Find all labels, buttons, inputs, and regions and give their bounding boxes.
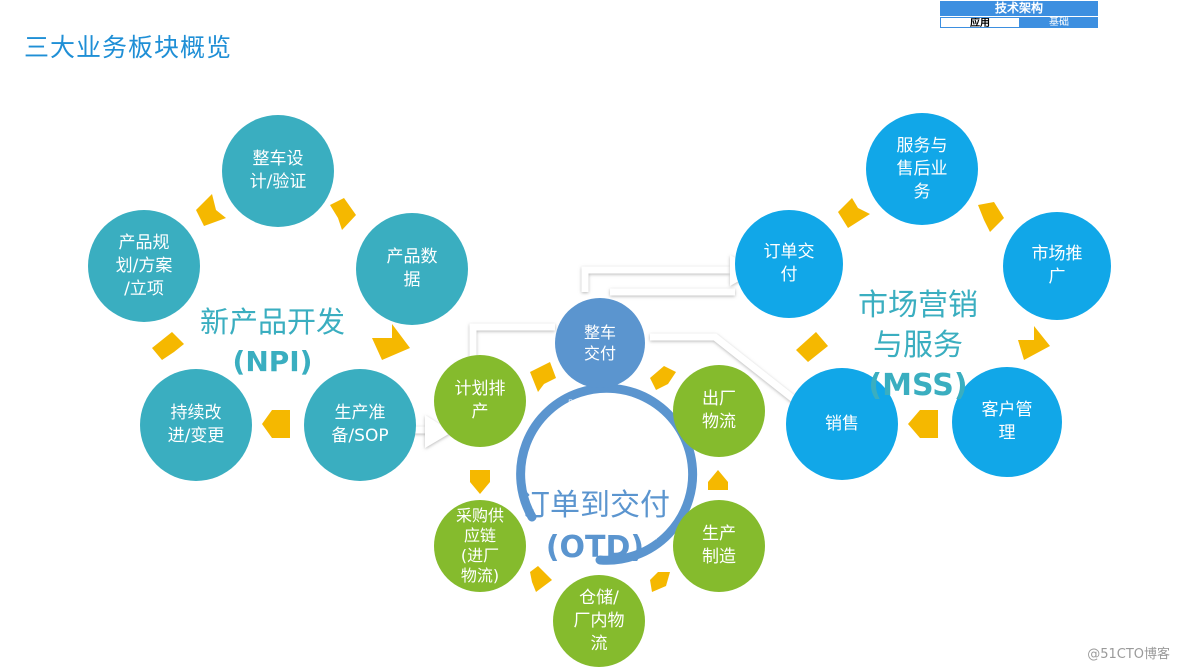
mss-node-crm[interactable]: 客户管 理 <box>952 367 1062 477</box>
arrow-otd-3 <box>530 566 552 592</box>
arrow-npi-2 <box>330 198 356 230</box>
arrow-mss-2 <box>978 202 1004 232</box>
mss-node-service[interactable]: 服务与 售后业 务 <box>866 113 978 225</box>
otd-node-procurement[interactable]: 采购供 应链 (进厂 物流) <box>434 500 526 592</box>
arrow-mss-1 <box>838 198 870 228</box>
otd-node-manufacturing[interactable]: 生产 制造 <box>673 500 765 592</box>
arrow-npi-1 <box>196 194 226 226</box>
npi-node-product-data[interactable]: 产品数 据 <box>356 213 468 325</box>
arrow-npi-5 <box>152 332 184 360</box>
badge-tab-application[interactable]: 应用 <box>940 17 1020 28</box>
mss-section-label: 市场营销 与服务 (MSS) <box>858 246 978 446</box>
otd-node-outbound-logistics[interactable]: 出厂 物流 <box>673 365 765 457</box>
otd-label: 订单到交付 <box>520 488 670 523</box>
arrow-otd-5 <box>708 470 728 490</box>
npi-node-production-prep[interactable]: 生产准 备/SOP <box>304 369 416 481</box>
arrow-mss-3 <box>1018 326 1050 360</box>
mss-node-sales[interactable]: 销售 <box>786 368 898 480</box>
mss-abbr: (MSS) <box>868 368 968 403</box>
hub-node-vehicle-delivery[interactable]: 整车 交付 <box>555 298 645 388</box>
arrow-mss-5 <box>796 332 828 362</box>
npi-node-product-planning[interactable]: 产品规 划/方案 /立项 <box>88 210 200 322</box>
otd-node-warehouse[interactable]: 仓储/ 厂内物 流 <box>553 575 645 667</box>
arrow-otd-2 <box>470 470 490 494</box>
otd-node-scheduling[interactable]: 计划排 产 <box>434 355 526 447</box>
arrow-npi-3 <box>372 324 410 360</box>
otd-ring <box>516 383 698 565</box>
ring-label-finance: 财务会计 <box>568 400 608 411</box>
mss-node-marketing[interactable]: 市场推 广 <box>1003 212 1111 320</box>
badge-tab-foundation[interactable]: 基础 <box>1020 17 1098 28</box>
hub-connectors <box>400 266 813 434</box>
npi-node-continuous-improvement[interactable]: 持续改 进/变更 <box>140 369 252 481</box>
arrow-mss-4 <box>908 410 938 438</box>
arrow-npi-4 <box>262 410 290 438</box>
page-title: 三大业务板块概览 <box>24 33 233 62</box>
otd-abbr: (OTD) <box>545 530 645 565</box>
mss-label: 市场营销 与服务 <box>858 288 978 363</box>
watermark: @51CTO博客 <box>1087 647 1170 662</box>
npi-abbr: (NPI) <box>232 345 313 378</box>
architecture-badge[interactable]: 技术架构 应用 基础 <box>940 1 1098 28</box>
arrow-otd-6 <box>650 366 676 390</box>
badge-title: 技术架构 <box>940 1 1098 16</box>
arrow-otd-4 <box>650 572 670 592</box>
npi-section-label: 新产品开发 (NPI) <box>200 262 345 422</box>
arrow-otd-1 <box>530 362 556 392</box>
npi-node-vehicle-design[interactable]: 整车设 计/验证 <box>222 115 334 227</box>
npi-label: 新产品开发 <box>200 305 346 339</box>
mss-node-order-delivery[interactable]: 订单交 付 <box>735 210 843 318</box>
flow-arrows <box>152 194 1050 592</box>
otd-section-label: 订单到交付 (OTD) <box>520 443 670 611</box>
